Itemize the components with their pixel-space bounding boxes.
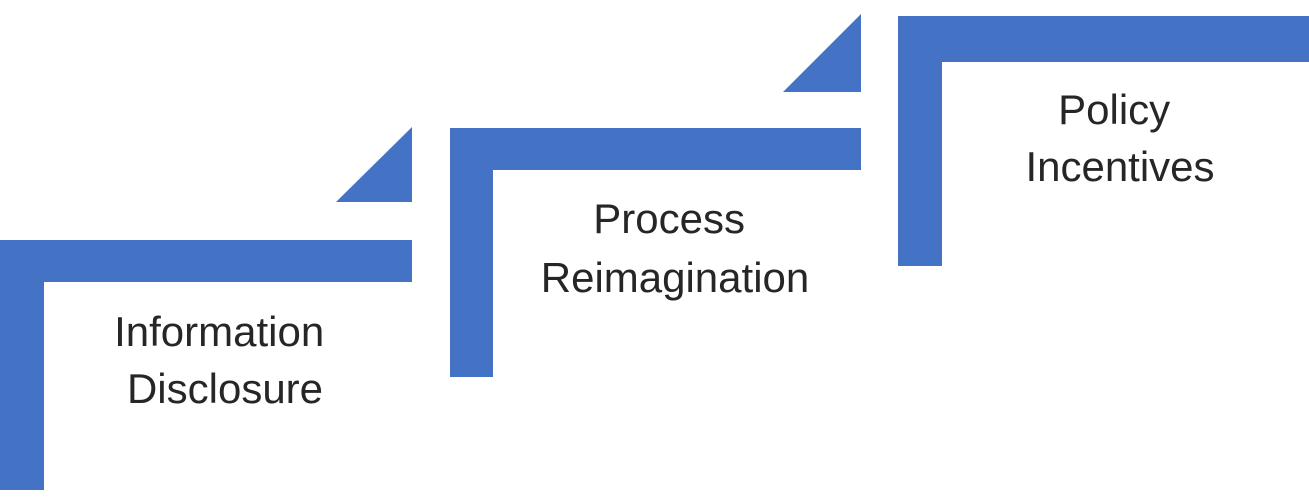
step-3-label-line2: Incentives — [1025, 143, 1214, 190]
step-1: Information Disclosure — [0, 240, 412, 490]
connector-triangle-2 — [783, 14, 861, 92]
step-3-label-line1: Policy — [1058, 86, 1170, 133]
step-2-label: Process Reimagination — [541, 195, 810, 301]
step-3-label: Policy Incentives — [1025, 86, 1214, 190]
step-3-bracket — [898, 16, 1309, 266]
step-2: Process Reimagination — [450, 128, 861, 377]
step-2-bracket — [450, 128, 861, 377]
step-3: Policy Incentives — [898, 16, 1309, 266]
step-1-label-line1: Information — [114, 308, 324, 355]
connector-triangle-1 — [336, 127, 412, 202]
step-2-label-line1: Process — [593, 195, 745, 242]
step-2-label-line2: Reimagination — [541, 254, 810, 301]
step-1-label: Information Disclosure — [114, 308, 336, 412]
step-1-bracket — [0, 240, 412, 490]
step-1-label-line2: Disclosure — [127, 365, 323, 412]
